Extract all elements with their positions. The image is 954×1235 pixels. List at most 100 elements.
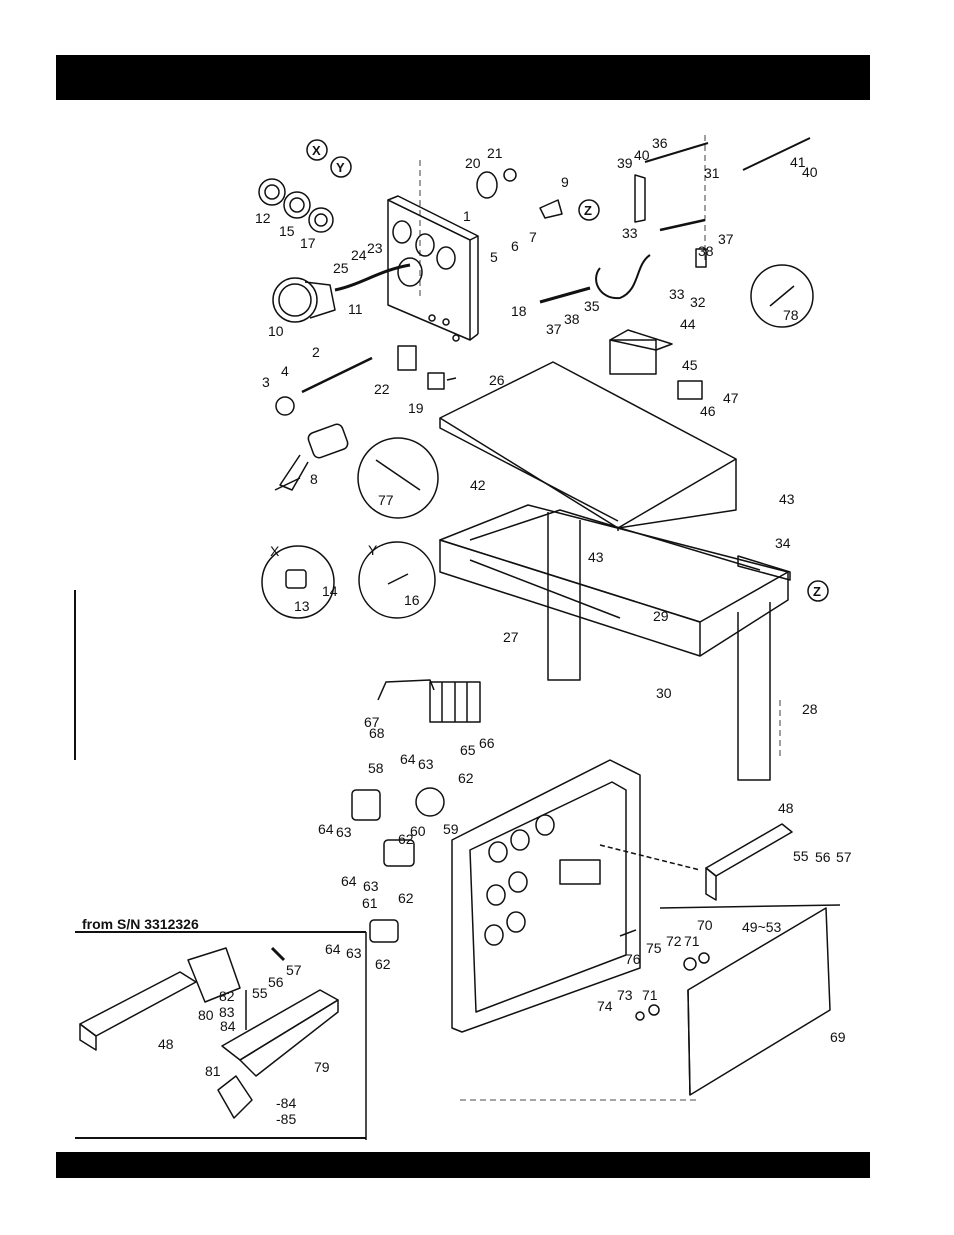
part-label: 61 <box>362 895 378 911</box>
control-box-cover <box>439 361 737 531</box>
detail-x-label: X <box>270 543 280 559</box>
part-label: 74 <box>597 998 613 1014</box>
part-label: 20 <box>465 155 481 171</box>
part-label: 35 <box>584 298 600 314</box>
part-label: 1 <box>463 208 471 224</box>
footer-bar <box>56 1152 870 1178</box>
part-label: 33 <box>669 286 685 302</box>
rod-2 <box>275 356 373 416</box>
callout-y: Y <box>336 160 345 175</box>
part-label: -85 <box>276 1111 296 1127</box>
pilot-lamp <box>476 168 517 199</box>
part-label: 82 <box>219 988 235 1004</box>
control-panel <box>387 195 479 342</box>
detail-circle-y <box>358 541 436 619</box>
part-label: 59 <box>443 821 459 837</box>
part-labels: 1 2 3 4 5 6 7 8 9 10 11 12 13 14 15 16 1… <box>158 135 852 1127</box>
ignition-switch <box>274 423 349 491</box>
part-label: 55 <box>793 848 809 864</box>
part-label: 55 <box>252 985 268 1001</box>
part-label: 32 <box>690 294 706 310</box>
detail-circle-77 <box>357 437 439 519</box>
part-label: 36 <box>652 135 668 151</box>
part-label: 69 <box>830 1029 846 1045</box>
part-label: 37 <box>546 321 562 337</box>
part-label: 80 <box>198 1007 214 1023</box>
part-label: 39 <box>617 155 633 171</box>
part-label: 31 <box>704 165 720 181</box>
part-label: 30 <box>656 685 672 701</box>
part-label: 44 <box>680 316 696 332</box>
part-label: 17 <box>300 235 316 251</box>
part-label: 38 <box>564 311 580 327</box>
part-label: 64 <box>400 751 416 767</box>
part-label: 5 <box>490 249 498 265</box>
part-label: 2 <box>312 344 320 360</box>
part-label: 48 <box>778 800 794 816</box>
part-label: 62 <box>458 770 474 786</box>
header-bar <box>56 55 870 100</box>
part-label: 48 <box>158 1036 174 1052</box>
part-label: 60 <box>410 823 426 839</box>
detail-circle-x <box>261 545 335 619</box>
breaker-bracket <box>377 679 481 723</box>
part-label: 77 <box>378 492 394 508</box>
part-label: 66 <box>479 735 495 751</box>
part-label: 72 <box>666 933 682 949</box>
part-label: 57 <box>286 962 302 978</box>
part-label: 27 <box>503 629 519 645</box>
part-label: 57 <box>836 849 852 865</box>
part-label: 43 <box>779 491 795 507</box>
part-label: 70 <box>697 917 713 933</box>
frame-crossbar-34 <box>737 555 791 581</box>
part-label: 28 <box>802 701 818 717</box>
part-label: 41 <box>790 154 806 170</box>
part-label: 43 <box>588 549 604 565</box>
callout-z-top-circle <box>578 199 600 221</box>
part-label: 6 <box>511 238 519 254</box>
part-label: 38 <box>698 243 714 259</box>
part-label: 65 <box>460 742 476 758</box>
part-label: 63 <box>418 756 434 772</box>
part-label: 26 <box>489 372 505 388</box>
part-label: -84 <box>276 1095 296 1111</box>
toggle-switches <box>397 345 457 390</box>
part-label: 8 <box>310 471 318 487</box>
detail-y-label: Y <box>368 542 378 558</box>
part-label: 62 <box>398 831 414 847</box>
gauge-cluster <box>258 178 334 233</box>
part-label: 7 <box>529 229 537 245</box>
part-label: 18 <box>511 303 527 319</box>
callout-z-bottom-circle <box>807 580 829 602</box>
callout-z-top: Z <box>584 203 592 218</box>
part-label: 83 <box>219 1004 235 1020</box>
part-label: 15 <box>279 223 295 239</box>
part-label: 12 <box>255 210 271 226</box>
part-label: 3 <box>262 374 270 390</box>
part-label: 64 <box>325 941 341 957</box>
part-label: 9 <box>561 174 569 190</box>
part-label: 33 <box>622 225 638 241</box>
part-label: 11 <box>348 301 363 317</box>
inset-drawing <box>75 931 367 1140</box>
part-label: 79 <box>314 1059 330 1075</box>
part-label: 22 <box>374 381 390 397</box>
part-label: 56 <box>268 974 284 990</box>
part-label: 63 <box>363 878 379 894</box>
part-label: 84 <box>220 1018 236 1034</box>
part-label: 40 <box>634 147 650 163</box>
part-label: 71 <box>684 933 700 949</box>
inset-caption: from S/N 3312326 <box>82 916 199 932</box>
part-label: 56 <box>815 849 831 865</box>
frame-legs <box>547 512 771 781</box>
part-label: 29 <box>653 608 669 624</box>
part-label: 42 <box>470 477 486 493</box>
part-label: 13 <box>294 598 310 614</box>
part-label: 75 <box>646 940 662 956</box>
choke-cable <box>539 137 811 304</box>
part-label: 64 <box>341 873 357 889</box>
part-label: 25 <box>333 260 349 276</box>
part-label: 21 <box>487 145 503 161</box>
receptacle-panel <box>451 759 641 1033</box>
relay-44 <box>609 329 703 400</box>
